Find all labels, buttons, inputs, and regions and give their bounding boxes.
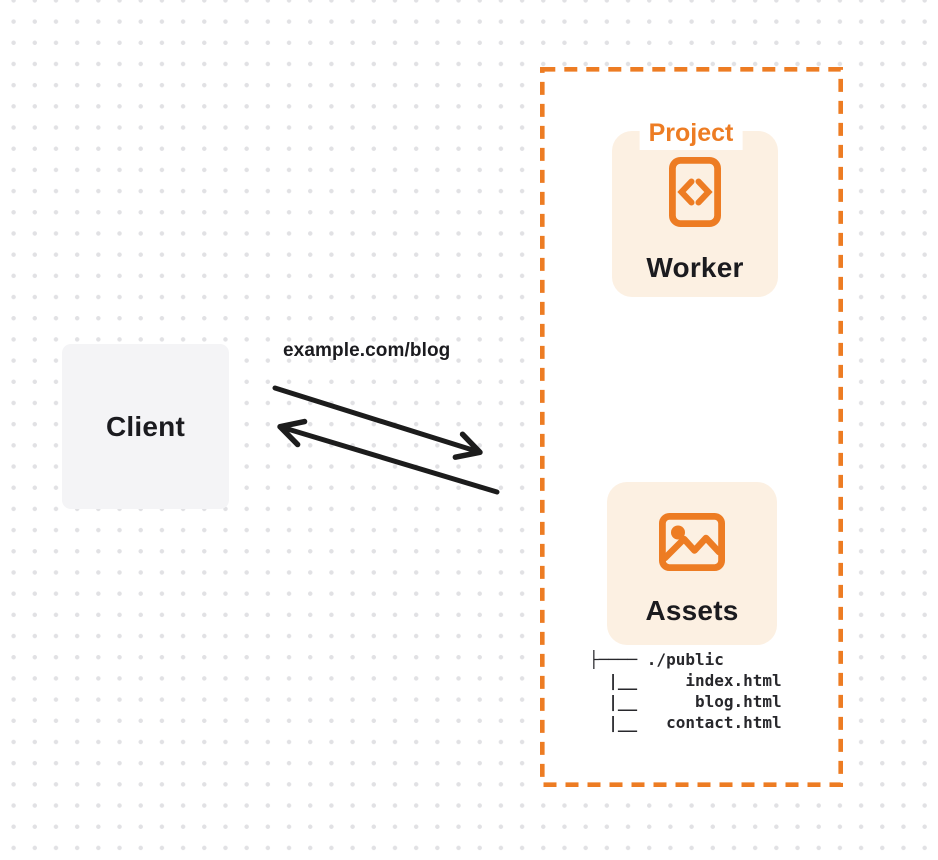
assets-file-tree: ├──── ./public |__ index.html |__ blog.h… [589,650,782,732]
code-document-icon [669,157,721,227]
project-label: Project [639,117,743,150]
client-node: Client [62,344,229,509]
worker-node: Worker [612,131,778,297]
assets-node: Assets [607,482,777,645]
request-arrow [272,385,483,460]
image-icon [659,513,725,571]
worker-label: Worker [646,252,744,283]
response-arrow [277,418,500,495]
project-container: Project Worker Assets ├──── ./public |__… [540,67,843,787]
client-label: Client [106,410,185,442]
request-url-label: example.com/blog [283,340,451,361]
assets-label: Assets [645,595,739,626]
